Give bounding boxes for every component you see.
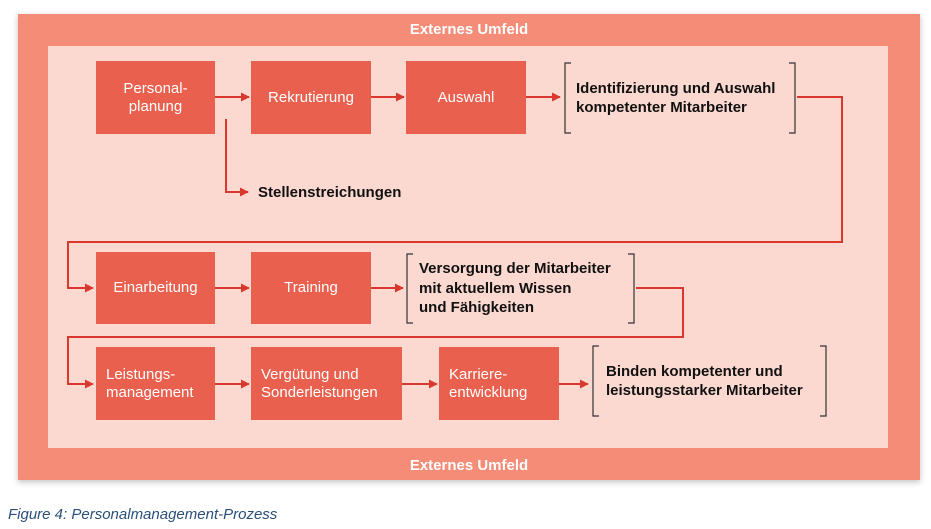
box-einarbeitung: Einarbeitung (96, 252, 215, 324)
bracket-row3-left (592, 345, 599, 417)
outcome-row1: Identifizierung und Auswahl kompetenter … (576, 79, 776, 117)
box-leistungsmanagement: Leistungs- management (96, 347, 215, 420)
bracket-row1-left (564, 62, 571, 134)
arrow-planung-stellenstreichungen (225, 119, 249, 197)
connector-row2-row3 (67, 287, 684, 389)
box-rekrutierung: Rekrutierung (251, 61, 371, 134)
bracket-row1-right (789, 62, 796, 134)
environment-label-bottom: Externes Umfeld (409, 457, 529, 474)
bracket-row2-left (406, 253, 413, 324)
box-training: Training (251, 252, 371, 324)
box-karriereentwicklung: Karriere- entwicklung (439, 347, 559, 420)
box-personalplanung: Personal- planung (96, 61, 215, 134)
figure-caption: Figure 4: Personalmanagement-Prozess (8, 506, 278, 523)
box-verguetung: Vergütung und Sonderleistungen (251, 347, 402, 420)
outcome-row2: Versorgung der Mitarbeiter mit aktuellem… (419, 260, 611, 317)
bracket-row3-right (820, 345, 827, 417)
environment-label-top: Externes Umfeld (409, 21, 529, 38)
outcome-row3: Binden kompetenter und leistungsstarker … (606, 362, 803, 400)
bracket-row2-right (628, 253, 635, 324)
label-stellenstreichungen: Stellenstreichungen (258, 184, 402, 201)
connector-row1-row2 (67, 96, 843, 293)
box-auswahl: Auswahl (406, 61, 526, 134)
